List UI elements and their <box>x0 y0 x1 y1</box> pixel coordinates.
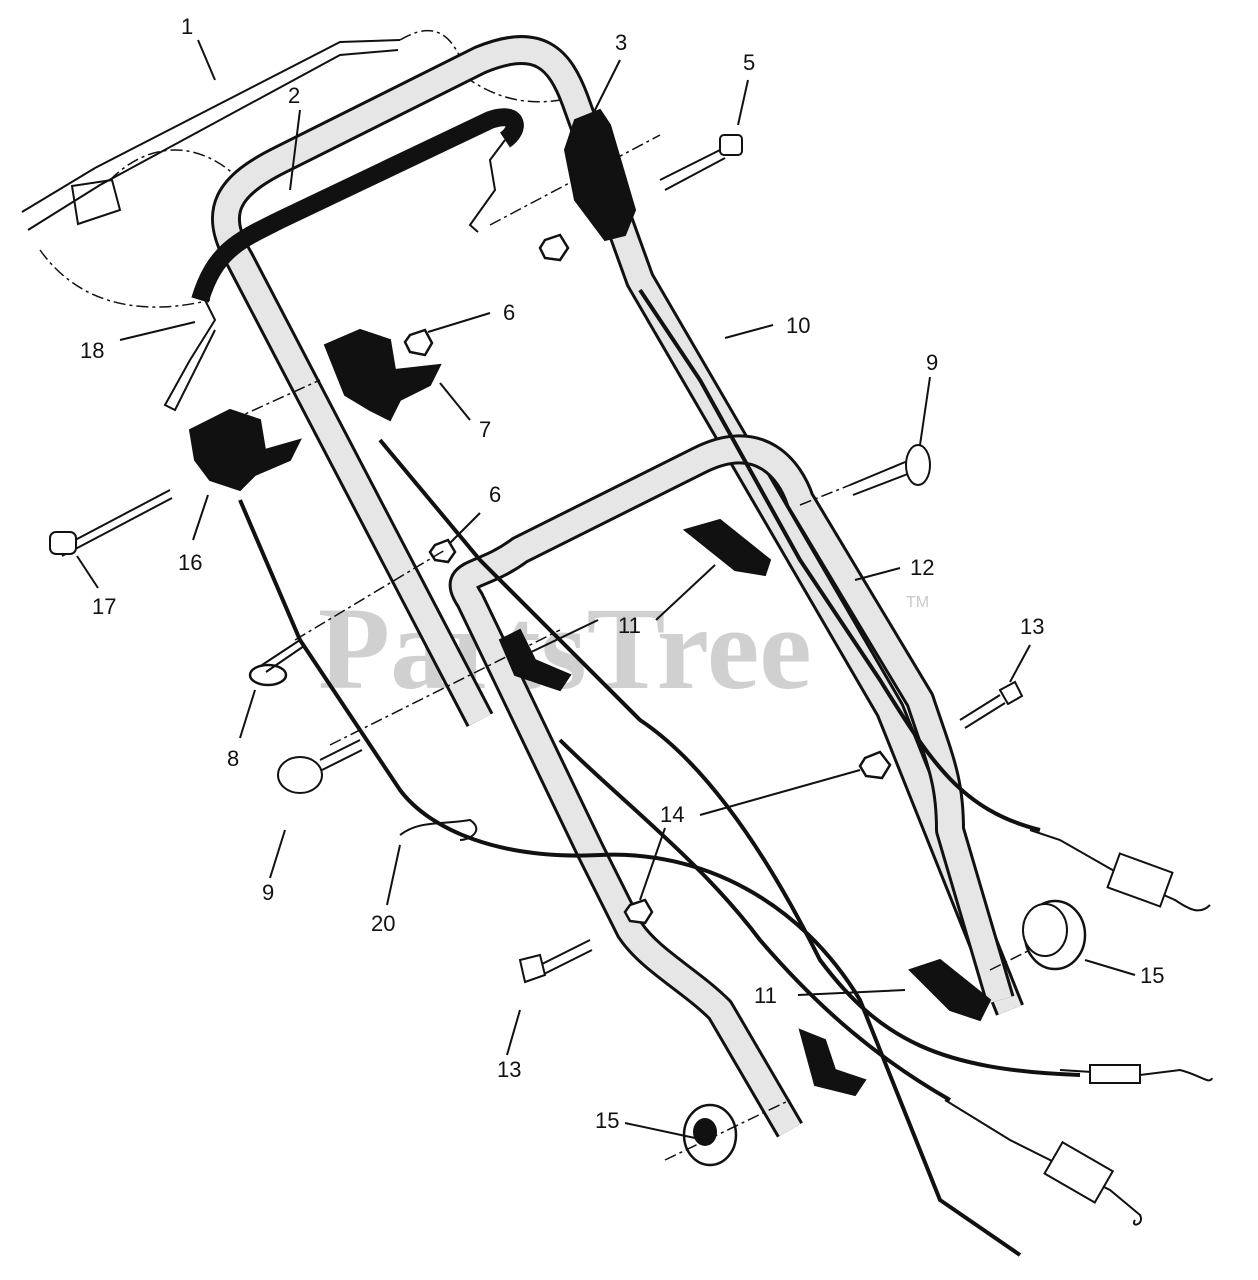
callout-9-lower: 9 <box>262 880 274 905</box>
callout-13-right: 13 <box>1020 614 1044 639</box>
callout-3: 3 <box>615 30 627 55</box>
callout-6-lower: 6 <box>489 482 501 507</box>
grip-bar-part-2 <box>191 108 524 303</box>
cable-spring-ends <box>944 829 1213 1226</box>
callout-9-upper: 9 <box>926 350 938 375</box>
callout-17: 17 <box>92 594 116 619</box>
callout-20: 20 <box>371 911 395 936</box>
callout-5: 5 <box>743 50 755 75</box>
callout-14: 14 <box>660 802 684 827</box>
callout-18: 18 <box>80 338 104 363</box>
lower-handle-part-12 <box>448 434 1015 1138</box>
callout-1: 1 <box>181 14 193 39</box>
callout-6-upper: 6 <box>503 300 515 325</box>
eyebolt-part-8 <box>248 639 305 687</box>
center-lines <box>209 134 1031 1161</box>
callout-11-upper: 11 <box>618 613 641 638</box>
control-housing-part-16 <box>188 408 302 492</box>
callout-13-left: 13 <box>497 1057 521 1082</box>
bolts <box>49 134 1024 984</box>
spring-clip-part-20 <box>399 818 478 841</box>
knob-caps-part-15 <box>682 899 1087 1167</box>
callout-15-right: 15 <box>1140 963 1164 988</box>
leader-lines <box>76 39 1136 1139</box>
cables <box>238 288 1081 1257</box>
callout-8: 8 <box>227 746 239 771</box>
callout-2: 2 <box>288 83 300 108</box>
bail-hook-part-18 <box>163 289 217 412</box>
control-housing-part-7 <box>323 328 442 422</box>
callout-15-left: 15 <box>595 1108 619 1133</box>
callout-11-lower: 11 <box>754 983 777 1008</box>
callout-12: 12 <box>910 555 934 580</box>
callout-10: 10 <box>786 313 810 338</box>
callout-7: 7 <box>479 417 491 442</box>
callout-16: 16 <box>178 550 202 575</box>
upper-handle-part-10 <box>210 35 1024 1016</box>
control-housing-part-3 <box>563 108 637 242</box>
callout-labels: 1 2 3 5 18 6 10 9 7 16 17 12 11 13 8 14 … <box>80 14 1164 1133</box>
watermark-trademark: TM <box>906 594 929 611</box>
handle-knobs-part-11 <box>498 518 992 1097</box>
watermark-text: PartsTree <box>318 583 812 714</box>
